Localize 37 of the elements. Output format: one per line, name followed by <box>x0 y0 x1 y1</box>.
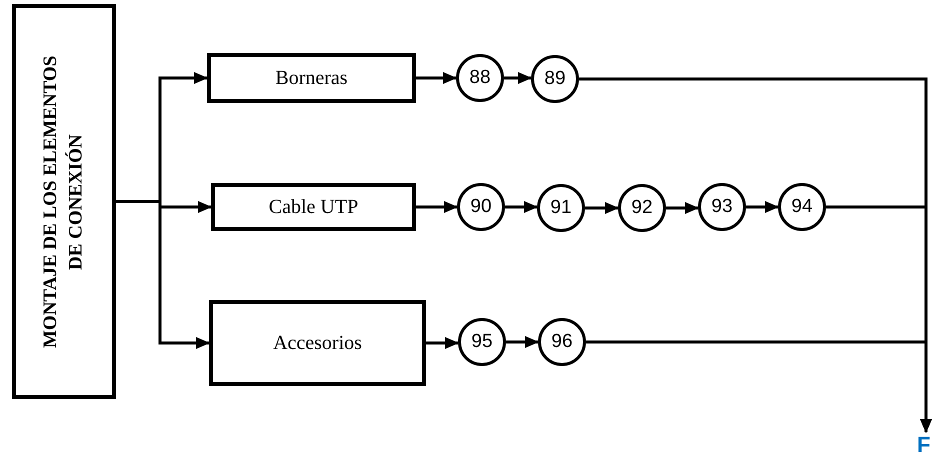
arrow <box>506 336 539 348</box>
step-circle <box>457 183 505 231</box>
step-circle <box>531 55 579 103</box>
arrow <box>746 201 779 213</box>
step-number: 91 <box>550 197 572 219</box>
arrow <box>416 72 457 84</box>
step-number: 95 <box>471 331 493 353</box>
process-box <box>207 53 416 103</box>
step-number: 90 <box>470 196 492 218</box>
step-number: 96 <box>551 331 573 353</box>
arrow <box>504 72 532 84</box>
process-box <box>209 300 426 386</box>
step-circle <box>698 183 746 231</box>
arrow <box>585 202 619 214</box>
process-box <box>12 4 116 399</box>
step-circle <box>537 184 585 232</box>
step-circle <box>456 54 504 102</box>
process-box <box>211 183 416 231</box>
end-label: F <box>917 432 930 458</box>
step-circle <box>538 318 586 366</box>
arrow <box>666 202 699 214</box>
step-circle <box>458 318 506 366</box>
arrow <box>426 337 459 349</box>
step-number: 92 <box>631 197 653 219</box>
step-circle <box>618 184 666 232</box>
step-number: 89 <box>544 68 566 90</box>
step-label: MONTAJE DE LOS ELEMENTOS DE CONEXIÓN <box>39 54 88 350</box>
step-number: 93 <box>711 196 733 218</box>
step-label: Cable UTP <box>268 195 358 220</box>
step-number: 88 <box>469 67 491 89</box>
arrow <box>586 340 932 433</box>
arrow <box>416 201 458 213</box>
step-label: Accesorios <box>273 331 362 356</box>
step-number: 94 <box>791 196 813 218</box>
step-label: Borneras <box>275 66 348 91</box>
arrow <box>505 201 538 213</box>
step-circle <box>778 183 826 231</box>
